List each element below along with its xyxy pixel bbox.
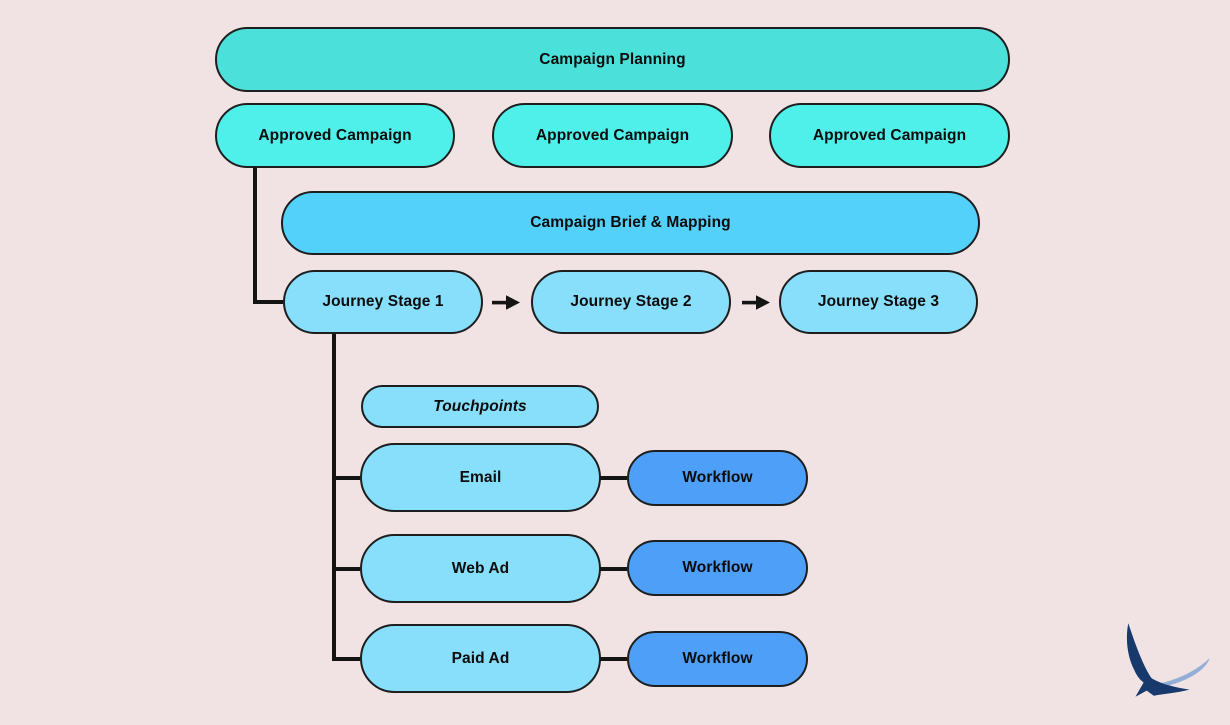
node-email: Email — [360, 443, 601, 512]
node-approved-campaign-1: Approved Campaign — [215, 103, 455, 168]
node-workflow-paid-ad: Workflow — [627, 631, 808, 687]
node-journey-stage-2: Journey Stage 2 — [531, 270, 731, 334]
node-journey-stage-1: Journey Stage 1 — [283, 270, 483, 334]
node-campaign-brief-mapping: Campaign Brief & Mapping — [281, 191, 980, 255]
connector-branch-email — [332, 476, 360, 480]
node-touchpoints: Touchpoints — [361, 385, 599, 428]
arrow-right-icon — [742, 295, 770, 310]
node-approved-campaign-3: Approved Campaign — [769, 103, 1010, 168]
connector-web-ad-to-workflow — [600, 567, 627, 571]
connector-paid-ad-to-workflow — [600, 657, 627, 661]
connector-journey-to-channels-vertical — [332, 334, 336, 661]
node-approved-campaign-2: Approved Campaign — [492, 103, 733, 168]
node-web-ad: Web Ad — [360, 534, 601, 603]
arrow-right-icon — [492, 295, 520, 310]
node-workflow-web-ad: Workflow — [627, 540, 808, 596]
connector-email-to-workflow — [600, 476, 627, 480]
node-campaign-planning: Campaign Planning — [215, 27, 1010, 92]
connector-branch-paid-ad — [332, 657, 360, 661]
connector-approved-to-journey-vertical — [253, 167, 257, 304]
node-journey-stage-3: Journey Stage 3 — [779, 270, 978, 334]
node-workflow-email: Workflow — [627, 450, 808, 506]
connector-approved-to-journey-horizontal — [253, 300, 283, 304]
bird-logo — [1126, 623, 1210, 697]
node-paid-ad: Paid Ad — [360, 624, 601, 693]
connector-branch-web-ad — [332, 567, 360, 571]
